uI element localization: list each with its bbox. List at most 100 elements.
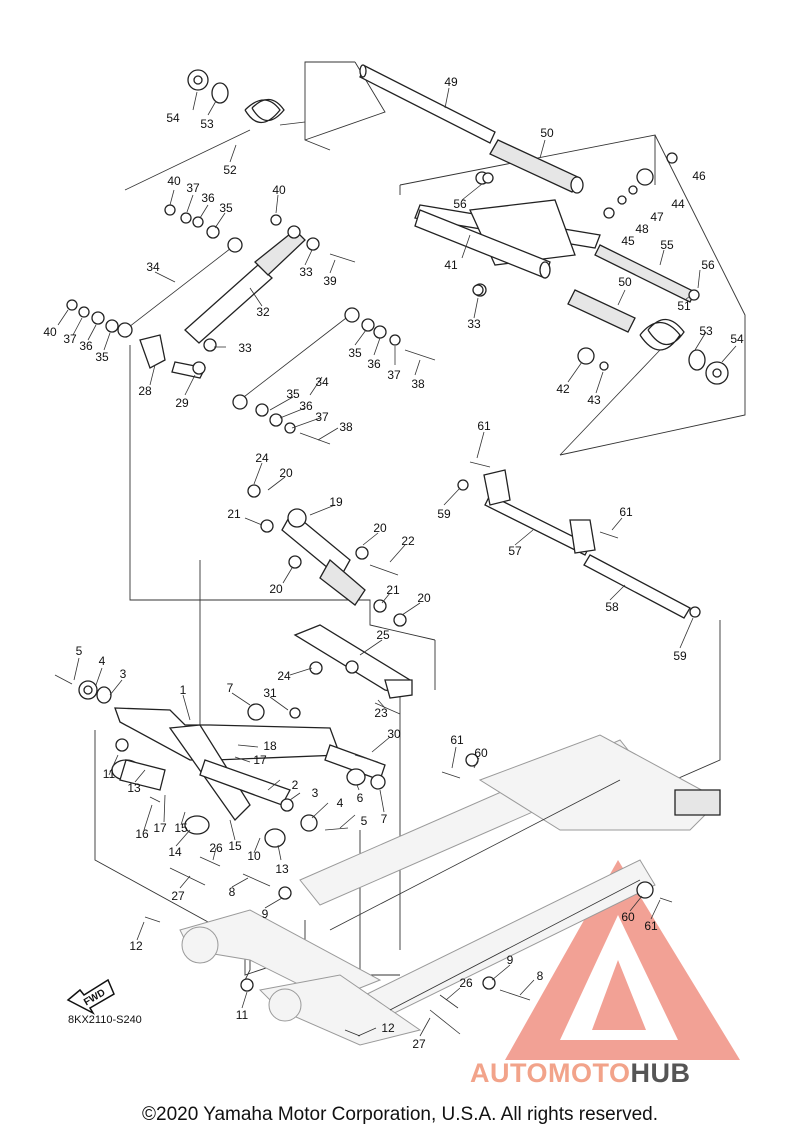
- callout-17-b: 17: [153, 821, 167, 835]
- callout-37-d: 37: [315, 410, 329, 424]
- diagram-code: 8KX2110-S240: [68, 1014, 142, 1026]
- callout-32: 32: [256, 305, 270, 319]
- callout-54-b: 54: [730, 332, 744, 346]
- callout-50: 50: [540, 126, 554, 140]
- callout-28: 28: [138, 384, 152, 398]
- callout-9-b: 9: [507, 953, 514, 967]
- callout-15: 15: [174, 821, 188, 835]
- callout-27: 27: [171, 889, 185, 903]
- hardware: [66, 152, 701, 992]
- leader-lines: [57, 87, 737, 1037]
- callout-21-b: 21: [386, 583, 400, 597]
- watermark-text-part2: HUB: [630, 1058, 691, 1088]
- callout-15-b: 15: [228, 839, 242, 853]
- callout-24-b: 24: [277, 669, 291, 683]
- callout-59: 59: [437, 507, 451, 521]
- callout-13: 13: [127, 781, 141, 795]
- rear-shafts: [483, 469, 691, 619]
- callout-18: 18: [263, 739, 277, 753]
- callout-26-b: 26: [459, 976, 473, 990]
- callout-16: 16: [135, 827, 149, 841]
- exploded-parts-diagram: FWD: [43, 61, 746, 1060]
- callout-35: 35: [219, 201, 233, 215]
- callout-53-b: 53: [699, 324, 713, 338]
- callout-56: 56: [453, 197, 467, 211]
- callout-44: 44: [671, 197, 685, 211]
- callout-50-b: 50: [618, 275, 632, 289]
- callout-49: 49: [444, 75, 458, 89]
- callout-21: 21: [227, 507, 241, 521]
- callout-41: 41: [444, 258, 458, 272]
- callout-35-d: 35: [286, 387, 300, 401]
- callout-20-b: 20: [373, 521, 387, 535]
- callout-53: 53: [200, 117, 214, 131]
- callout-61-d: 61: [644, 919, 658, 933]
- callout-4: 4: [99, 654, 106, 668]
- callout-40: 40: [167, 174, 181, 188]
- callout-11: 11: [103, 767, 116, 781]
- callout-61-b: 61: [619, 505, 633, 519]
- callout-60-b: 60: [621, 910, 635, 924]
- bracket: [293, 624, 413, 699]
- fwd-arrow: FWD: [66, 978, 115, 1015]
- callout-23: 23: [374, 706, 388, 720]
- callout-57: 57: [508, 544, 522, 558]
- callout-20: 20: [279, 466, 293, 480]
- callout-10: 10: [247, 849, 261, 863]
- callout-48: 48: [635, 222, 649, 236]
- callout-5-b: 5: [361, 814, 368, 828]
- callout-33-b: 33: [467, 317, 481, 331]
- callout-4-b: 4: [337, 796, 344, 810]
- watermark-logo: [505, 860, 740, 1060]
- callout-5: 5: [76, 644, 83, 658]
- callout-24: 24: [255, 451, 269, 465]
- callout-59-b: 59: [673, 649, 687, 663]
- callout-30: 30: [387, 727, 401, 741]
- callout-37-b: 37: [63, 332, 77, 346]
- callout-45: 45: [621, 234, 635, 248]
- callout-25: 25: [376, 628, 390, 642]
- callout-34: 34: [146, 260, 160, 274]
- callout-20-d: 20: [417, 591, 431, 605]
- rear-arm-shafts: [359, 64, 696, 333]
- callout-7: 7: [227, 681, 234, 695]
- callout-51: 51: [677, 299, 691, 313]
- callout-35-b: 35: [95, 350, 109, 364]
- callout-8: 8: [229, 885, 236, 899]
- callout-33-c: 33: [238, 341, 252, 355]
- callout-numbers: 49 50 54 53 52 40 37 36 35 40 56 46 44 4…: [43, 75, 744, 1051]
- callout-3-b: 3: [312, 786, 319, 800]
- callout-9: 9: [262, 907, 269, 921]
- watermark-text-part1: AUTOMOTO: [470, 1058, 631, 1088]
- callout-20-c: 20: [269, 582, 283, 596]
- callout-38-b: 38: [339, 420, 353, 434]
- callout-35-c: 35: [348, 346, 362, 360]
- callout-36: 36: [201, 191, 215, 205]
- callout-12: 12: [129, 939, 143, 953]
- callout-39: 39: [323, 274, 337, 288]
- callout-56-b: 56: [701, 258, 715, 272]
- callout-26: 26: [209, 841, 223, 855]
- shock-absorbers: [184, 229, 366, 606]
- callout-27-b: 27: [412, 1037, 426, 1051]
- callout-43: 43: [587, 393, 601, 407]
- callout-61-c: 61: [450, 733, 464, 747]
- callout-17: 17: [253, 753, 267, 767]
- callout-2: 2: [292, 778, 299, 792]
- callout-55: 55: [660, 238, 674, 252]
- callout-46: 46: [692, 169, 706, 183]
- callout-8-b: 8: [537, 969, 544, 983]
- callout-54: 54: [166, 111, 180, 125]
- front-arm: [111, 707, 386, 822]
- callout-47: 47: [650, 210, 664, 224]
- callout-38: 38: [411, 377, 425, 391]
- copyright-footer: ©2020 Yamaha Motor Corporation, U.S.A. A…: [142, 1104, 658, 1125]
- callout-7-b: 7: [381, 812, 388, 826]
- callout-29: 29: [175, 396, 189, 410]
- callout-19: 19: [329, 495, 343, 509]
- watermark-text: AUTOMOTOHUB: [470, 1058, 691, 1089]
- callout-37-c: 37: [387, 368, 401, 382]
- torsion-springs: [124, 69, 729, 456]
- callout-61: 61: [477, 419, 491, 433]
- callout-33: 33: [299, 265, 313, 279]
